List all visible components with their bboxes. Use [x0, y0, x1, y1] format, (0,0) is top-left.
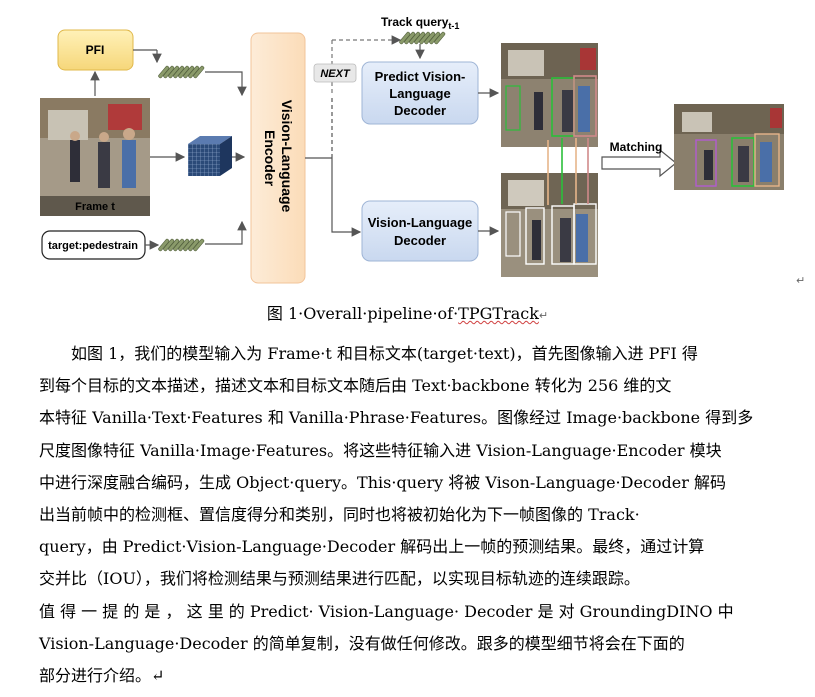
track-query-tokens — [399, 31, 446, 45]
paragraph-line: 如图 1，我们的模型输入为 Frame·t 和目标文本(target·text)… — [71, 344, 698, 363]
feature-token — [173, 238, 185, 252]
final-tracking-image — [674, 104, 784, 190]
pfi-label: PFI — [86, 43, 105, 57]
feature-token — [434, 31, 446, 45]
vision-language-encoder: Vision-Language Encoder — [250, 32, 306, 284]
feature-token — [419, 31, 431, 45]
next-tag: NEXT — [313, 63, 357, 83]
paragraph-line: 本特征 Vanilla·Text·Features 和 Vanilla·Phra… — [39, 408, 754, 428]
caption-prefix: 图 1·Overall·pipeline·of· — [266, 304, 459, 323]
feature-token — [168, 65, 180, 79]
feature-token — [183, 65, 195, 79]
caption-model-name: TPGTrack — [458, 304, 539, 323]
feature-token — [168, 238, 180, 252]
frame-t-image: Frame t — [40, 98, 150, 216]
feature-token — [424, 31, 436, 45]
paragraph-line: 部分进行介绍。↵ — [39, 665, 165, 685]
feature-token — [163, 65, 175, 79]
encoder-label-1: Vision-Language — [279, 100, 295, 213]
track-query-label: Track queryt-1 — [381, 15, 459, 31]
vision-language-decoder: Vision-Language Decoder — [361, 200, 479, 262]
pfi-box: PFI — [57, 29, 134, 71]
feature-token — [404, 31, 416, 45]
target-text-label: target:pedestrain — [48, 240, 138, 252]
arrow-phrase-features-to-encoder — [205, 220, 247, 245]
feature-token — [158, 65, 170, 79]
svg-text:Vision-Language Encoder: Vision-Language Encoder — [262, 100, 295, 216]
paragraph-line: query，由 Predict·Vision-Language·Decoder … — [39, 537, 705, 557]
paragraph-line: 出当前帧中的检测框、置信度得分和类别，同时也将被初始化为下一帧图像的 Track… — [39, 504, 640, 524]
arrow-encoder-to-decoder — [331, 158, 362, 237]
text-feature-tokens — [158, 65, 205, 79]
feature-token — [173, 65, 185, 79]
feature-token — [178, 238, 190, 252]
feature-token — [178, 65, 190, 79]
image-feature-cube — [188, 136, 232, 176]
body-paragraph: 如图 1，我们的模型输入为 Frame·t 和目标文本(target·text)… — [39, 338, 754, 692]
encoder-label-2: Encoder — [262, 130, 278, 187]
target-text-box: target:pedestrain — [41, 230, 146, 260]
next-label: NEXT — [320, 68, 351, 80]
paragraph-line: 交并比（IOU），我们将检测结果与预测结果进行匹配，以实现目标轨迹的连续跟踪。 — [39, 569, 640, 589]
feature-token — [414, 31, 426, 45]
decoder-label-2: Decoder — [394, 233, 446, 248]
feature-token — [193, 65, 205, 79]
frame-label: Frame t — [75, 201, 115, 213]
phrase-feature-tokens — [158, 238, 205, 252]
feature-token — [183, 238, 195, 252]
paragraph-line: 中进行深度融合编码，生成 Object·query。This·query 将被 … — [39, 472, 726, 492]
feature-token — [188, 65, 200, 79]
feature-token — [193, 238, 205, 252]
matching-arrow: Matching — [601, 140, 677, 178]
paragraph-line: 到每个目标的文本描述，描述文本和目标文本随后由 Text·backbone 转化… — [39, 376, 672, 396]
paragraph-line: 值 得 一 提 的 是 ， 这 里 的 Predict· Vision-Lang… — [39, 601, 734, 621]
figure-caption: 图 1·Overall·pipeline·of·TPGTrack↵ — [0, 300, 815, 324]
predicted-result-image — [501, 43, 598, 147]
feature-token — [158, 238, 170, 252]
feature-token — [409, 31, 421, 45]
feature-token — [188, 238, 200, 252]
caption-end-mark: ↵ — [538, 309, 549, 322]
predict-decoder-label-1: Predict Vision- — [375, 69, 466, 84]
feature-token — [429, 31, 441, 45]
pipeline-diagram: PFI Frame t target:pedestrain — [40, 15, 805, 287]
diagram-end-mark: ↵ — [796, 275, 805, 287]
paragraph-line: 尺度图像特征 Vanilla·Image·Features。将这些特征输入进 V… — [39, 440, 722, 460]
predict-vision-language-decoder: Predict Vision- Language Decoder — [361, 61, 479, 125]
arrow-text-features-to-encoder — [205, 71, 247, 97]
matching-label: Matching — [610, 140, 663, 154]
decoder-label-1: Vision-Language — [368, 215, 473, 230]
feature-token — [163, 238, 175, 252]
matching-connectors — [547, 138, 589, 205]
detection-result-image — [501, 173, 598, 277]
paragraph-line: Vision-Language·Decoder 的简单复制，没有做任何修改。跟多… — [39, 633, 685, 653]
predict-decoder-label-3: Decoder — [394, 103, 446, 118]
predict-decoder-label-2: Language — [389, 86, 450, 101]
